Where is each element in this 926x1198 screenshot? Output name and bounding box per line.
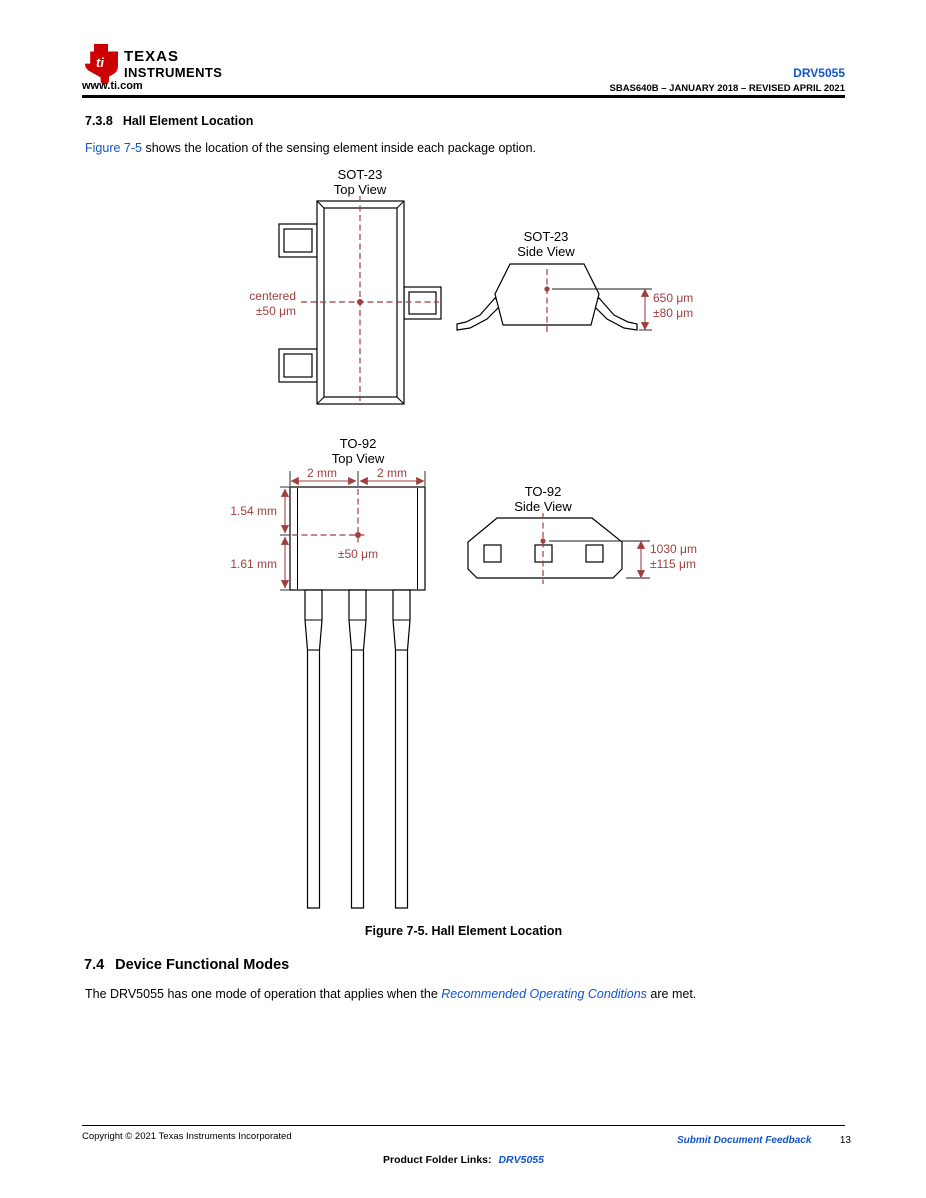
sot23-side-package-outline	[456, 263, 638, 331]
footer-rule	[82, 1125, 845, 1126]
to92-side-lead-middle	[534, 544, 553, 563]
sot23-side-title: SOT-23	[524, 229, 569, 244]
to92-side-package-outline	[467, 517, 623, 579]
header-website-link[interactable]: www.ti.com	[82, 80, 143, 92]
section-7-4-paragraph: The DRV5055 has one mode of operation th…	[85, 987, 696, 1001]
to92-side-subtitle: Side View	[514, 499, 572, 514]
sot23-pin-left-top-inner	[283, 228, 313, 253]
figure-caption: Figure 7-5. Hall Element Location	[364, 924, 563, 938]
section-7-3-8-paragraph: Figure 7-5 shows the location of the sen…	[85, 141, 536, 155]
section-7-4-paragraph-before: The DRV5055 has one mode of operation th…	[85, 987, 442, 1001]
sot23-centered-label: centered	[249, 289, 296, 303]
product-folder-line: Product Folder Links: DRV5055	[82, 1154, 845, 1166]
to92-top-title: TO-92	[340, 436, 377, 451]
sot23-pin-right	[403, 286, 442, 320]
hall-element-marker	[357, 299, 363, 305]
footer-copyright: Copyright © 2021 Texas Instruments Incor…	[82, 1131, 292, 1142]
to92-leg-left	[304, 589, 323, 909]
product-folder-link[interactable]: DRV5055	[498, 1154, 544, 1166]
to92-side-title: TO-92	[525, 484, 562, 499]
brand-line2: INSTRUMENTS	[124, 65, 223, 80]
to92-side-dim-tolerance: ±115 μm	[650, 557, 696, 571]
to92-top-view: TO-92 Top View 2 mm 2 mm	[230, 436, 426, 909]
to92-side-dim-value: 1030 μm	[650, 542, 697, 556]
sot23-tolerance-label: ±50 μm	[256, 304, 296, 318]
section-7-4-title: Device Functional Modes	[115, 957, 290, 973]
to92-side-lead-left	[483, 544, 502, 563]
sot23-top-package-outline	[278, 200, 442, 405]
to92-side-body	[467, 517, 623, 579]
section-7-3-8-paragraph-text: shows the location of the sensing elemen…	[141, 141, 536, 155]
to92-side-view: TO-92 Side View 1030 μm ±115 μm	[467, 484, 697, 584]
header-part-number-link[interactable]: DRV5055	[793, 66, 845, 80]
sot23-side-dim-tolerance: ±80 μm	[653, 306, 693, 320]
sot23-top-title: SOT-23	[338, 167, 383, 182]
brand-line1: TEXAS	[124, 48, 180, 65]
section-7-3-8-number: 7.3.8	[85, 114, 113, 128]
page-number: 13	[839, 1135, 851, 1146]
sot23-pin-left-bottom	[278, 348, 318, 383]
to92-dim-161-label: 1.61 mm	[230, 557, 277, 571]
to92-top-subtitle: Top View	[332, 451, 385, 466]
sot23-body-inner	[323, 207, 398, 398]
to92-dim-2mm-left-label: 2 mm	[307, 466, 337, 480]
svg-text:ti: ti	[96, 55, 104, 70]
footer-right: Submit Document Feedback 13	[500, 1130, 851, 1148]
sot23-side-subtitle: Side View	[517, 244, 575, 259]
to92-leg-middle	[348, 589, 367, 909]
hall-element-marker	[355, 532, 361, 538]
sot23-side-lead-right	[591, 297, 638, 331]
sot23-pin-left-top	[278, 223, 318, 258]
to92-dim-154-label: 1.54 mm	[230, 504, 277, 518]
header-rule	[82, 95, 845, 98]
hall-element-marker	[540, 538, 546, 544]
section-7-4-paragraph-after: are met.	[646, 987, 697, 1001]
product-folder-label: Product Folder Links:	[383, 1154, 492, 1166]
section-7-4-number: 7.4	[84, 957, 105, 973]
to92-leg-right	[392, 589, 411, 909]
to92-top-package-outline	[289, 486, 426, 591]
recommended-operating-conditions-link[interactable]: Recommended Operating Conditions	[441, 987, 647, 1001]
sot23-top-crosshair	[301, 196, 439, 401]
sot23-top-view: SOT-23 Top View	[249, 167, 442, 405]
section-7-4-heading: 7.4 Device Functional Modes	[84, 957, 289, 973]
to92-body	[289, 486, 426, 591]
to92-legs	[304, 589, 411, 909]
to92-tolerance-label: ±50 μm	[338, 547, 378, 561]
brand-wordmark: TEXAS INSTRUMENTS	[124, 49, 222, 79]
section-7-3-8-title: Hall Element Location	[122, 114, 254, 128]
hall-element-marker	[544, 286, 550, 292]
figure-7-5-link[interactable]: Figure 7-5	[85, 141, 142, 155]
submit-document-feedback-link[interactable]: Submit Document Feedback	[676, 1135, 812, 1146]
sot23-side-dim-value: 650 μm	[653, 291, 693, 305]
to92-side-lead-right	[585, 544, 604, 563]
sot23-pin-right-inner	[408, 291, 437, 315]
sot23-top-subtitle: Top View	[334, 182, 387, 197]
sot23-pin-left-bottom-inner	[283, 353, 313, 378]
sot23-side-view: SOT-23 Side View 650 μm ±80 μm	[456, 229, 693, 333]
ti-logo-icon: ti	[85, 44, 118, 85]
sot23-body-outer	[316, 200, 405, 405]
section-7-3-8-heading: 7.3.8 Hall Element Location	[85, 114, 253, 128]
sot23-side-body	[494, 263, 600, 326]
header-right: DRV5055 SBAS640B – JANUARY 2018 – REVISE…	[400, 66, 846, 94]
header-doc-info: SBAS640B – JANUARY 2018 – REVISED APRIL …	[609, 83, 846, 94]
sot23-side-lead-left	[456, 297, 503, 331]
to92-dim-2mm-right-label: 2 mm	[377, 466, 407, 480]
